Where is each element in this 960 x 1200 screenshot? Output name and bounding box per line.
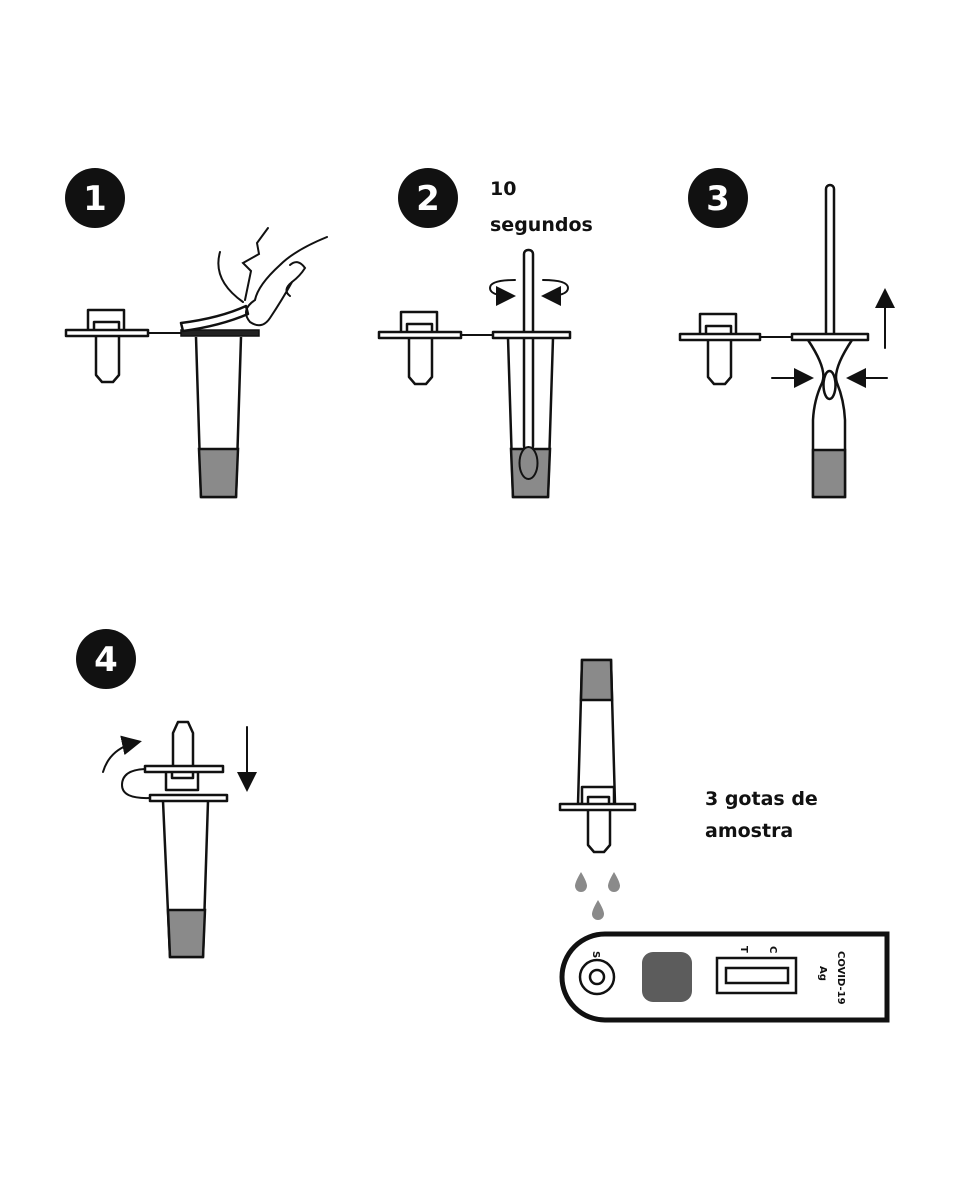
cassette-name: COVID-19	[835, 951, 846, 1005]
extraction-tube	[148, 793, 229, 959]
drops-caption-line-1: 3 gotas de	[705, 788, 818, 810]
tube-cap	[64, 308, 183, 384]
tube-cap	[678, 312, 794, 386]
extraction-tube	[180, 329, 260, 499]
step-2: 2 10 segundos	[377, 168, 593, 499]
step-4: 4	[76, 629, 257, 959]
step-1-badge	[65, 168, 125, 228]
sample-pad	[642, 952, 692, 1002]
extraction-tube-with-swab	[491, 248, 572, 499]
step-2-badge	[398, 168, 458, 228]
closing-cap	[120, 720, 225, 800]
drop-icon	[575, 872, 587, 892]
step-3: 3	[678, 168, 895, 499]
inverted-tube	[558, 658, 637, 854]
step-1-number: 1	[83, 179, 107, 219]
step-2-number: 2	[416, 179, 440, 219]
rotate-right-arrow-icon	[541, 279, 570, 306]
dispense-step: 3 gotas de amostra	[558, 658, 818, 920]
drops-caption-line-2: amostra	[705, 820, 793, 842]
flip-cap-arrow-icon	[102, 735, 142, 773]
step-4-number: 4	[94, 640, 118, 680]
hand-peeling-seal-icon	[179, 227, 328, 333]
sample-label: S	[590, 951, 601, 958]
step-3-number: 3	[706, 179, 730, 219]
squeezed-tube-with-swab	[790, 183, 870, 499]
step-2-duration-value: 10	[490, 178, 516, 200]
step-3-badge	[688, 168, 748, 228]
sample-well	[578, 958, 616, 996]
cassette-subtitle: Ag	[817, 966, 828, 981]
test-line-label: T	[738, 946, 749, 953]
rotate-left-arrow-icon	[488, 279, 516, 306]
drop-icon	[608, 872, 620, 892]
drop-icon	[592, 900, 604, 920]
step-4-badge	[76, 629, 136, 689]
control-line-label: C	[767, 946, 778, 953]
test-cassette: S T C COVID-19 Ag	[559, 931, 890, 1023]
step-1: 1	[64, 168, 328, 499]
step-2-duration-unit: segundos	[490, 214, 593, 236]
tube-cap	[377, 310, 495, 386]
